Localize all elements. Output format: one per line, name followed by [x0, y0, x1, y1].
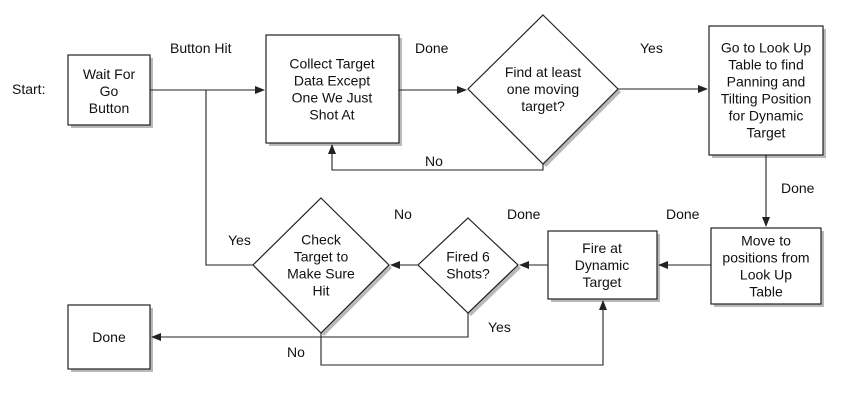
label-button-hit: Button Hit — [170, 40, 232, 56]
label-no-fired: No — [394, 206, 412, 222]
label-no-check: No — [287, 344, 305, 360]
node-text-line: Table to find — [728, 57, 804, 73]
node-text-line: Fired 6 — [446, 249, 490, 265]
node-text-line: Make Sure — [287, 266, 355, 282]
node-text-line: Go — [100, 83, 119, 99]
node-text-line: Fire at — [582, 240, 622, 256]
node-text-line: Move to — [741, 233, 791, 249]
edge-check-no-to-fire — [320, 300, 607, 366]
label-yes-fired: Yes — [488, 319, 511, 335]
node-text-line: target? — [521, 98, 565, 114]
node-done-terminal: Done — [67, 304, 153, 372]
node-text-line: Table — [749, 284, 783, 300]
node-text-line: One We Just — [292, 90, 373, 106]
node-text-line: Go to Look Up — [721, 40, 811, 56]
label-done-collect: Done — [415, 40, 449, 56]
start-label: Start: — [12, 81, 45, 97]
node-text-line: for Dynamic — [729, 108, 804, 124]
label-yes-find: Yes — [640, 40, 663, 56]
node-done-terminal-text: Done — [92, 329, 126, 345]
node-text-line: Target — [583, 274, 622, 290]
edge-check-yes-loop — [205, 90, 253, 266]
node-text-line: Done — [92, 329, 126, 345]
node-text-line: Panning and — [727, 74, 806, 90]
label-done-fire: Done — [507, 206, 541, 222]
node-text-line: Shot At — [309, 107, 354, 123]
label-yes-check: Yes — [228, 232, 251, 248]
node-text-line: Wait For — [83, 66, 136, 82]
node-text-line: one moving — [507, 81, 579, 97]
node-text-line: positions from — [722, 250, 809, 266]
node-text-line: Tilting Position — [721, 91, 812, 107]
node-text-line: Target to — [294, 249, 349, 265]
node-text-line: Target — [747, 125, 786, 141]
node-text-line: Hit — [312, 283, 329, 299]
node-text-line: Button — [89, 100, 129, 116]
label-done-move: Done — [666, 206, 700, 222]
node-text-line: Collect Target — [289, 56, 374, 72]
label-done-lookup: Done — [781, 180, 815, 196]
label-no-find: No — [425, 153, 443, 169]
node-text-line: Data Except — [294, 73, 370, 89]
node-text-line: Dynamic — [575, 257, 629, 273]
node-text-line: Check — [301, 232, 342, 248]
node-text-line: Look Up — [740, 267, 792, 283]
node-text-line: Shots? — [446, 266, 490, 282]
edge-find-no-loop — [328, 144, 544, 171]
node-text-line: Find at least — [505, 64, 581, 80]
edge-fired-yes-to-done — [151, 313, 469, 341]
